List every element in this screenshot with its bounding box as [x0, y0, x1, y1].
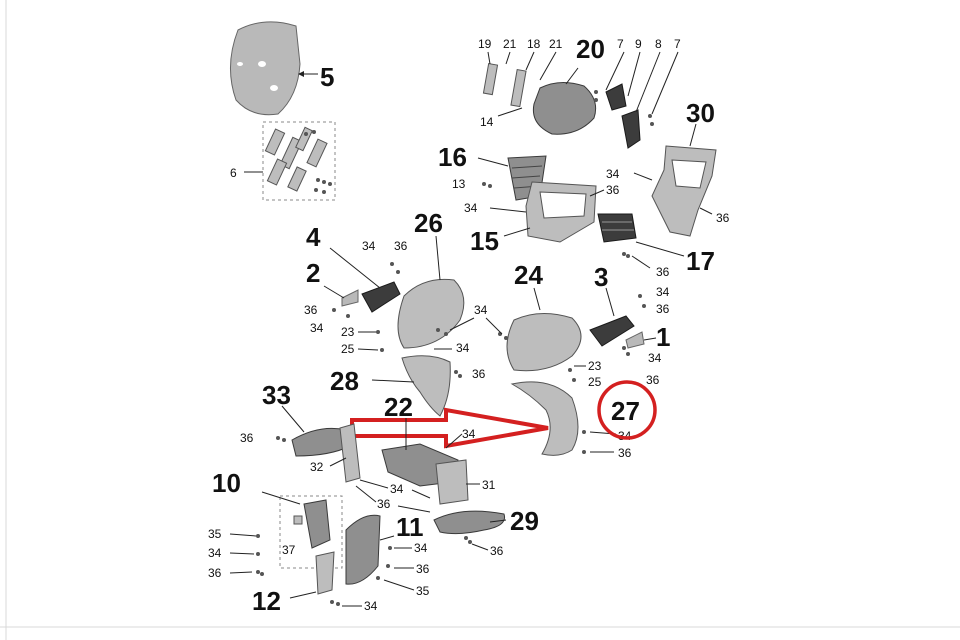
label-34-1: 34: [606, 167, 620, 181]
label-34-7: 34: [656, 285, 670, 299]
part-26-front-fender: [397, 235, 465, 349]
label-36-10: 36: [240, 431, 254, 445]
highlight-arrow: [350, 407, 549, 449]
label-36-13: 36: [416, 562, 430, 576]
label-36-4: 36: [394, 239, 408, 253]
label-36-9: 36: [618, 446, 632, 460]
label-13: 13: [452, 177, 466, 191]
left-column-fasteners: [229, 533, 264, 576]
label-34-11: 34: [390, 482, 404, 496]
part-24-side-fairing: [506, 287, 582, 372]
label-11: 11: [396, 512, 424, 542]
label-36-8: 36: [472, 367, 486, 381]
part-30-frame: [633, 123, 717, 237]
left-fasteners: [332, 308, 384, 352]
label-34-6: 34: [456, 341, 470, 355]
label-34-10: 34: [462, 427, 476, 441]
label-32: 32: [310, 460, 324, 474]
label-2: 2: [306, 258, 320, 288]
label-34-3: 34: [362, 239, 376, 253]
label-15: 15: [470, 226, 499, 256]
label-35b: 35: [416, 584, 430, 598]
label-21b: 21: [549, 37, 563, 51]
label-28: 28: [330, 366, 359, 396]
label-20: 20: [576, 34, 605, 64]
part-15-headlight-frame: [489, 181, 605, 243]
part-3-side-panel: [589, 287, 646, 347]
label-26: 26: [414, 208, 443, 238]
label-10: 10: [212, 468, 241, 498]
label-36-14: 36: [490, 544, 504, 558]
part-11-mudguard: [345, 514, 415, 591]
label-24: 24: [514, 260, 543, 290]
part-20-instrument-cover: [532, 67, 597, 135]
label-4: 4: [306, 222, 321, 252]
label-36-2: 36: [606, 183, 620, 197]
label-8: 8: [655, 37, 662, 51]
label-17: 17: [686, 246, 715, 276]
label-31: 31: [482, 478, 496, 492]
part-4-side-panel: [329, 247, 401, 313]
label-34-5: 34: [474, 303, 488, 317]
label-34-8: 34: [648, 351, 662, 365]
label-23b: 23: [588, 359, 602, 373]
part-5-windscreen: [229, 21, 318, 116]
label-5: 5: [320, 62, 334, 92]
label-29: 29: [510, 506, 539, 536]
label-23a: 23: [341, 325, 355, 339]
label-36-5: 36: [304, 303, 318, 317]
highlight-circle: [597, 380, 657, 440]
label-34-13: 34: [364, 599, 378, 613]
label-12: 12: [252, 586, 281, 616]
label-34-4: 34: [310, 321, 324, 335]
label-9: 9: [635, 37, 642, 51]
part-29-rear-flap: [433, 510, 507, 551]
label-36-12: 36: [208, 566, 222, 580]
right-fasteners: [568, 346, 630, 382]
label-25b: 25: [588, 375, 602, 389]
label-27: 27: [611, 396, 640, 426]
part-2-reflector: [323, 285, 359, 307]
label-16: 16: [438, 142, 467, 172]
label-14: 14: [480, 115, 494, 129]
label-7b: 7: [674, 37, 681, 51]
label-36-1: 36: [716, 211, 730, 225]
part-33-rear-cover: [276, 405, 351, 457]
part-13-clip: [482, 182, 492, 188]
label-18: 18: [527, 37, 541, 51]
part-17-vent: [597, 213, 685, 269]
part-1-reflector: [625, 331, 657, 349]
part-28-side-cover: [371, 355, 462, 417]
label-36-7: 36: [646, 373, 660, 387]
label-36-11: 36: [377, 497, 391, 511]
center-fasteners: [434, 317, 508, 350]
label-37: 37: [282, 543, 296, 557]
part-32-bracket: [329, 423, 361, 483]
part-6-mounting-kit: [244, 121, 336, 201]
label-36-3: 36: [656, 265, 670, 279]
label-35a: 35: [208, 527, 222, 541]
label-7a: 7: [617, 37, 624, 51]
part-12-reflector-holder: [289, 551, 362, 607]
label-30: 30: [686, 98, 715, 128]
part-10-kit: [261, 491, 343, 569]
label-6: 6: [230, 166, 237, 180]
label-34-2: 34: [464, 201, 478, 215]
label-1: 1: [656, 322, 670, 352]
label-33: 33: [262, 380, 291, 410]
part-7-8-9-brackets: [594, 51, 679, 149]
part-19-21-brackets: [482, 51, 557, 117]
label-25a: 25: [341, 342, 355, 356]
label-36-6: 36: [656, 302, 670, 316]
label-3: 3: [594, 262, 608, 292]
label-19: 19: [478, 37, 492, 51]
part-31-inner-panel: [435, 459, 480, 505]
mid-fasteners: [355, 479, 431, 513]
label-22: 22: [384, 392, 413, 422]
label-34-12: 34: [208, 546, 222, 560]
label-21a: 21: [503, 37, 517, 51]
label-34-14: 34: [414, 541, 428, 555]
